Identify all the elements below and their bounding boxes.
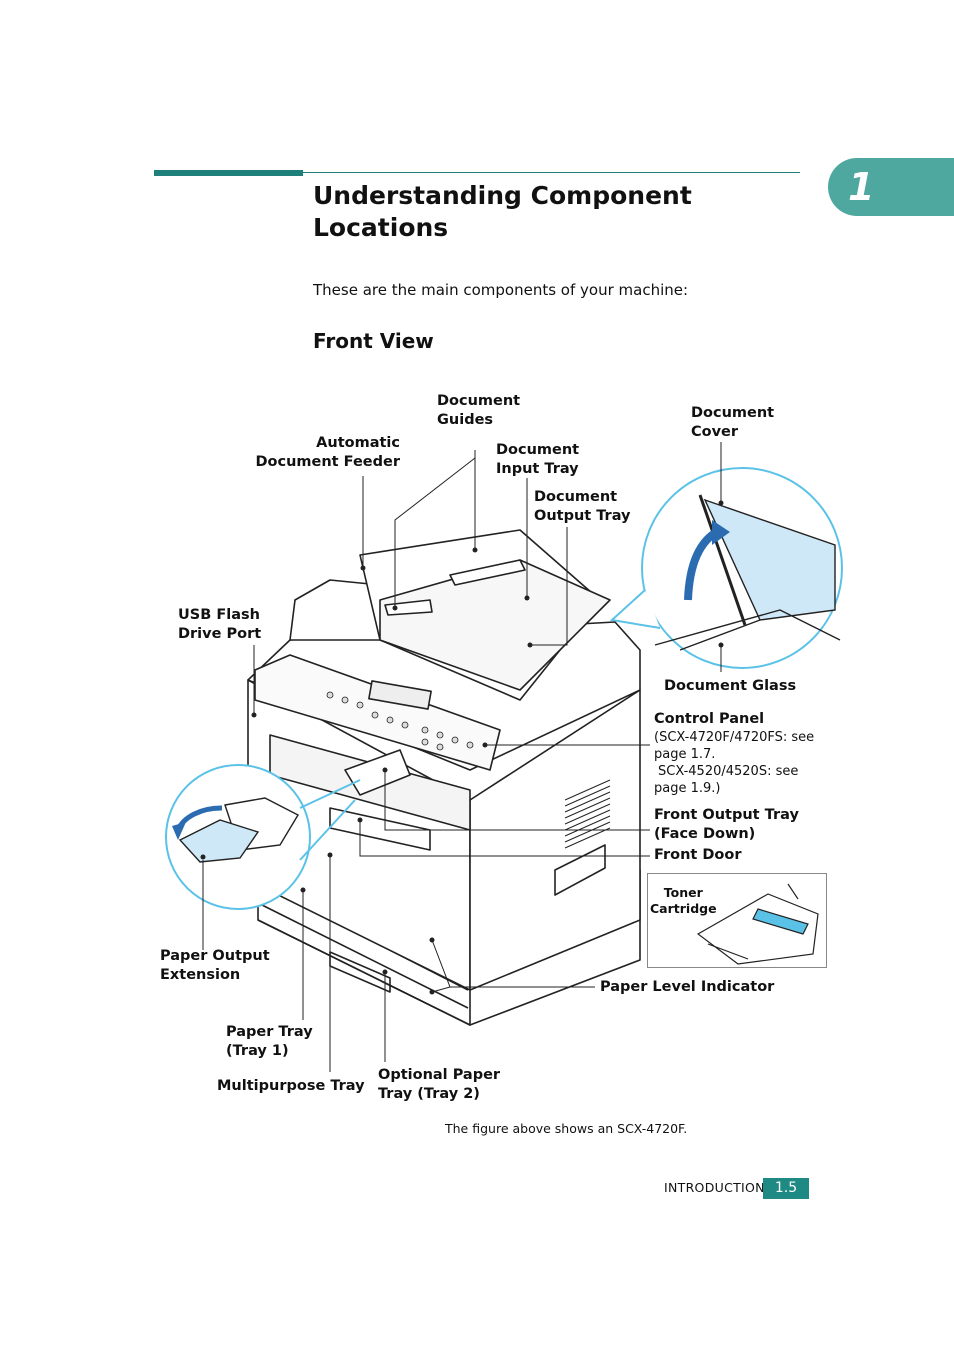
header-rule-thick [154,170,303,176]
figure-caption: The figure above shows an SCX-4720F. [445,1121,688,1136]
intro-text: These are the main components of your ma… [313,281,689,299]
chapter-tab: 1 [828,158,954,216]
toner-cartridge-drawing [696,883,819,965]
header-rule-thin [303,172,800,173]
control-panel-note-line-1: (SCX-4720F/4720FS: see [654,729,815,745]
label-multipurpose-tray: Multipurpose Tray [217,1078,365,1094]
footer-section-name: INTRODUCTION [664,1180,765,1195]
label-front-output-tray: Front Output Tray(Face Down) [654,807,799,842]
label-paper-tray: Paper Tray(Tray 1) [226,1024,313,1059]
label-front-door: Front Door [654,847,742,863]
label-paper-level-indicator: Paper Level Indicator [600,979,775,995]
control-panel-note-line-3: SCX-4520/4520S: see [658,763,799,779]
page-number: 1.5 [763,1178,809,1199]
control-panel-note-line-4: page 1.9.) [654,780,721,796]
label-control-panel: Control Panel (SCX-4720F/4720FS: see pag… [654,711,815,796]
section-heading: Front View [313,329,434,353]
control-panel-note-line-2: page 1.7. [654,746,716,762]
label-document-glass: Document Glass [664,678,797,694]
label-toner-cartridge: Toner Cartridge [650,885,717,916]
page-title: Understanding Component Locations [313,181,692,242]
toner-cartridge-inset [647,873,827,968]
